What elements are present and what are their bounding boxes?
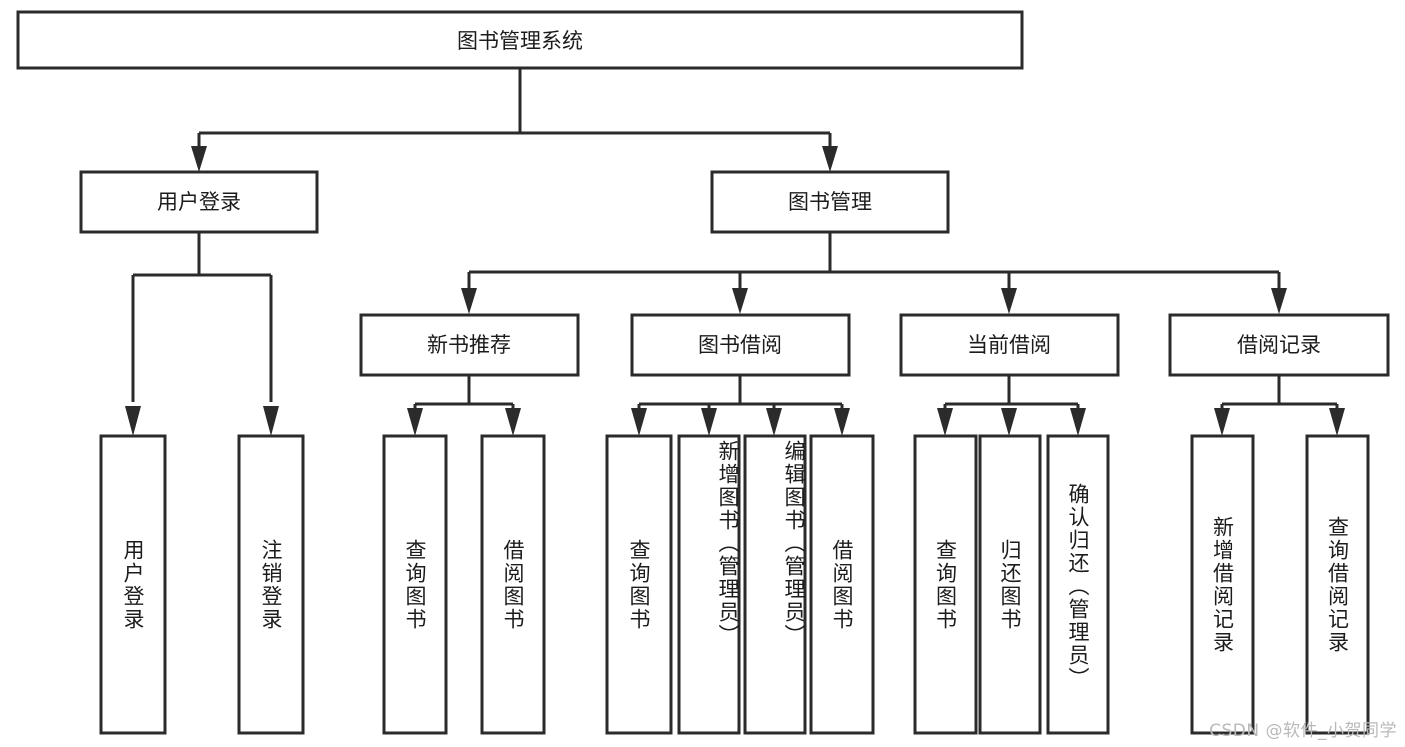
node-current-borrow-box[interactable]	[899, 313, 1120, 377]
node-book-borrow-label: 图书借阅	[698, 333, 782, 357]
node-current-borrow-label: 当前借阅	[967, 333, 1051, 357]
arrow-to-leaf-user-login	[125, 406, 141, 436]
node-layer: 图书管理系统 用户登录 图书管理 新书推荐 图书借阅 当前借阅 借阅记录	[16, 10, 1390, 735]
arrow-to-new-book-rec	[461, 288, 477, 314]
connector-bookborrow-to-bus	[637, 375, 844, 412]
node-leaf-borrow-book-2-box[interactable]	[809, 434, 875, 735]
arrow-to-user-login	[191, 146, 207, 172]
arrow-to-book-borrow	[732, 288, 748, 314]
node-book-manage-label: 图书管理	[788, 190, 872, 214]
node-borrow-record-box[interactable]	[1168, 313, 1390, 377]
node-leaf-user-login-box[interactable]	[99, 434, 167, 735]
node-new-book-rec-label: 新书推荐	[427, 333, 511, 357]
node-leaf-add-book-admin-box[interactable]	[677, 434, 741, 735]
connector-userlogin-to-bus	[131, 232, 273, 402]
arrow-to-leaf-query-book-2	[631, 408, 647, 436]
connector-borrowrecord-to-bus	[1220, 375, 1339, 412]
connector-newbook-to-bus	[413, 375, 515, 412]
node-leaf-query-book-1-box[interactable]	[382, 434, 448, 735]
arrow-to-leaf-return-book	[1001, 408, 1017, 436]
node-user-login-label: 用户登录	[157, 190, 241, 214]
arrow-to-leaf-query-book-1	[407, 408, 423, 436]
node-leaf-query-book-2-box[interactable]	[605, 434, 673, 735]
node-leaf-edit-book-admin-box[interactable]	[743, 434, 807, 735]
node-new-book-rec-box[interactable]	[359, 313, 580, 377]
node-leaf-confirm-return-admin-box[interactable]	[1046, 434, 1110, 735]
node-root-label: 图书管理系统	[457, 29, 583, 53]
node-leaf-query-book-3-box[interactable]	[913, 434, 978, 735]
connector-layer	[125, 68, 1345, 436]
arrow-to-leaf-add-book-admin	[701, 408, 717, 436]
node-root-box[interactable]	[16, 10, 1024, 70]
csdn-watermark: CSDN @软件_小贺同学	[1209, 721, 1397, 741]
arrow-to-leaf-query-book-3	[937, 408, 953, 436]
arrow-to-book-manage	[822, 146, 838, 172]
node-leaf-borrow-book-1-box[interactable]	[480, 434, 546, 735]
arrow-to-leaf-confirm-return-admin	[1070, 408, 1086, 436]
arrow-to-current-borrow	[1001, 288, 1017, 314]
arrow-to-leaf-edit-book-admin	[766, 408, 782, 436]
node-leaf-add-record-box[interactable]	[1190, 434, 1255, 735]
arrow-to-leaf-query-record	[1329, 408, 1345, 436]
arrow-to-leaf-logout	[263, 406, 279, 436]
arrow-to-leaf-borrow-book-1	[505, 408, 521, 436]
arrow-to-borrow-record	[1271, 288, 1287, 314]
arrow-to-leaf-add-record	[1214, 408, 1230, 436]
connector-root-to-bus	[197, 68, 832, 160]
connector-currentborrow-to-bus	[943, 375, 1080, 412]
arrow-to-leaf-borrow-book-2	[834, 408, 850, 436]
node-leaf-query-record-box[interactable]	[1305, 434, 1370, 735]
node-leaf-logout-box[interactable]	[237, 434, 305, 735]
node-user-login-box[interactable]	[79, 170, 319, 234]
node-leaf-return-book-box[interactable]	[978, 434, 1042, 735]
node-book-borrow-box[interactable]	[630, 313, 851, 377]
node-book-manage-box[interactable]	[710, 170, 950, 234]
connector-bookmanage-to-bus	[467, 232, 1281, 293]
node-borrow-record-label: 借阅记录	[1237, 333, 1321, 357]
